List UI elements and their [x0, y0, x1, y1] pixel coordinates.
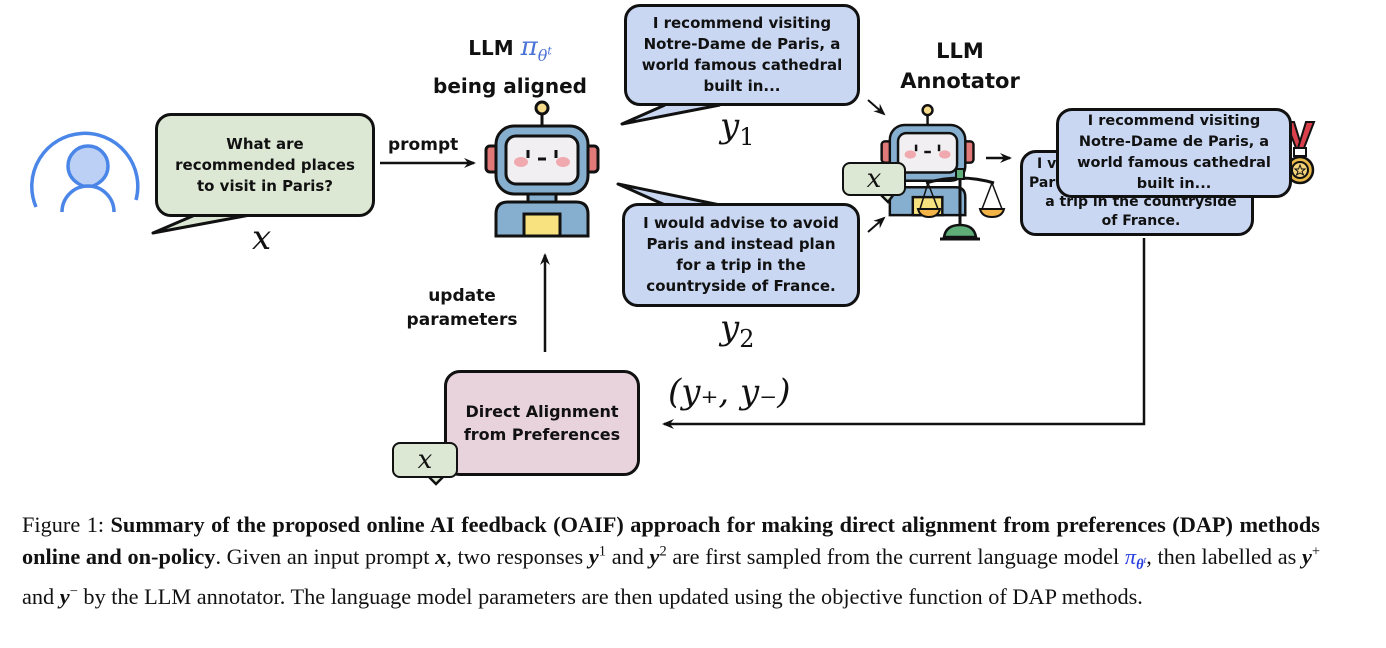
caption-theta: θ — [1136, 557, 1144, 574]
caption-math-y: y — [649, 544, 660, 569]
caption-text: , two responses — [446, 544, 589, 569]
prompt-text: What are recommended places to visit in … — [175, 134, 355, 195]
user-avatar-icon — [30, 131, 140, 213]
response2-math-label: y2 — [720, 308, 754, 353]
oaif-diagram: What are recommended places to visit in … — [30, 4, 1316, 486]
caption-text: and — [22, 584, 60, 610]
loser-text-line2: Par — [1029, 175, 1056, 191]
t-superscript: t — [547, 44, 552, 58]
y1-to-annotator-arrow — [867, 99, 886, 116]
y2-to-annotator-arrow — [867, 216, 886, 233]
policy-symbol: πθt — [520, 32, 552, 66]
caption-prefix: Figure 1: — [22, 512, 111, 537]
subscript-2: 2 — [739, 324, 755, 353]
caption-sup-1: 1 — [598, 543, 607, 560]
dap-prompt-math: x — [417, 444, 433, 475]
response1-bubble-tail — [620, 103, 721, 126]
y-symbol: y — [720, 106, 740, 146]
dap-prompt-tag-tail — [427, 475, 445, 486]
caption-policy-symbol: πθt — [1124, 544, 1147, 573]
caption-sup-minus: − — [69, 584, 78, 601]
prompt-arrow-label: prompt — [388, 135, 459, 155]
theta-symbol: θ — [537, 46, 548, 66]
response2-bubble: I would advise to avoid Paris and instea… — [622, 203, 860, 307]
response1-math-label: y1 — [720, 106, 754, 151]
response2-bubble-tail — [616, 182, 721, 207]
robot-icon — [484, 100, 600, 238]
dap-prompt-tag: x — [392, 442, 458, 478]
loser-text-line3: a trip in the countryside — [1045, 194, 1237, 210]
feedback-loop-line — [662, 238, 1146, 429]
caption-math-y: y — [59, 584, 70, 610]
caption-text: . Given an input prompt — [215, 544, 436, 569]
caption-title: Summary of the proposed online AI feedba… — [22, 512, 1320, 569]
preference-pair-label: (y₊, y₋) — [668, 372, 791, 412]
dap-box: Direct Alignment from Preferences — [444, 370, 640, 476]
annotator-title: LLM Annotator — [880, 36, 1040, 96]
figure-caption: Figure 1: Summary of the proposed online… — [22, 509, 1320, 613]
caption-pi: π — [1124, 544, 1137, 569]
caption-math-x: x — [435, 544, 447, 569]
connector-arrows — [30, 99, 1316, 486]
annotator-prompt-math: x — [866, 163, 882, 194]
caption-math-y: y — [1301, 544, 1312, 569]
caption-text: are first sampled from the current langu… — [666, 544, 1125, 569]
caption-math-y: y — [588, 544, 599, 569]
annotator-title-line1: LLM — [936, 39, 984, 63]
caption-text: , then labelled as — [1146, 544, 1302, 569]
prompt-math-label: x — [252, 218, 272, 258]
prompt-bubble-tail — [151, 213, 251, 235]
winner-response-bubble: I recommend visiting Notre-Dame de Paris… — [1056, 108, 1292, 198]
subscript-1: 1 — [739, 122, 755, 151]
caption-text: and — [606, 544, 650, 569]
dap-text: Direct Alignment from Preferences — [463, 402, 621, 444]
annotator-prompt-tag-tail — [879, 193, 895, 204]
balance-scale-icon — [916, 168, 1006, 241]
caption-sup-plus: + — [1311, 543, 1321, 560]
pi-symbol: π — [520, 32, 538, 62]
caption-t: t — [1143, 556, 1147, 567]
response2-text: I would advise to avoid Paris and instea… — [643, 214, 839, 295]
response1-text: I recommend visiting Notre-Dame de Paris… — [641, 14, 843, 95]
policy-model-title-line1: LLM — [468, 36, 514, 60]
response1-bubble: I recommend visiting Notre-Dame de Paris… — [624, 4, 860, 106]
annotator-prompt-tag: x — [842, 162, 906, 196]
caption-text: by the LLM annotator. The language model… — [77, 584, 1143, 610]
loser-text-line1: I v — [1037, 156, 1057, 172]
winner-text: I recommend visiting Notre-Dame de Paris… — [1077, 113, 1271, 192]
update-parameters-label: update parameters — [406, 286, 518, 330]
prompt-bubble: What are recommended places to visit in … — [155, 113, 375, 217]
annotator-title-line2: Annotator — [900, 69, 1020, 93]
policy-model-title: LLM πθt being aligned — [420, 32, 600, 101]
loser-text-line4: of France. — [1101, 213, 1181, 229]
y-symbol: y — [720, 308, 740, 348]
policy-model-title-line2: being aligned — [433, 74, 587, 99]
caption-sup-2: 2 — [659, 543, 667, 560]
